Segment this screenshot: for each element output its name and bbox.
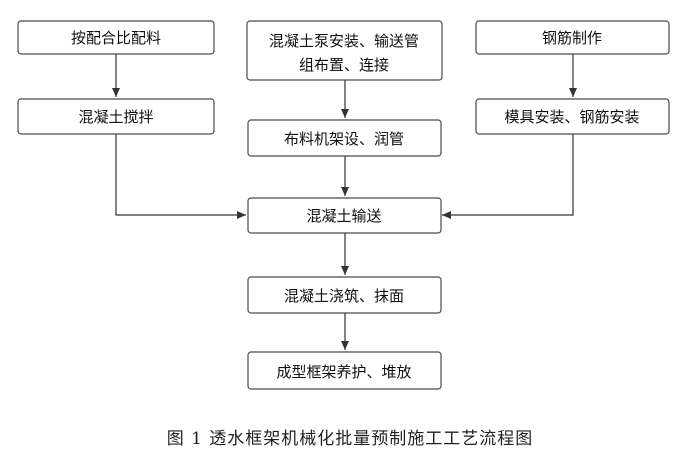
- node-curing-stacking-label: 成型框架养护、堆放: [276, 363, 411, 381]
- node-concrete-conveying: 混凝土输送: [247, 197, 442, 234]
- node-concrete-mixing: 混凝土搅拌: [17, 98, 215, 135]
- arrow-formwork-to-conveying: [442, 134, 574, 219]
- figure-caption: 图 1 透水框架机械化批量预制施工工艺流程图: [166, 429, 534, 449]
- node-pouring-finishing-label: 混凝土浇筑、抹面: [284, 287, 404, 305]
- node-mix-ratio: 按配合比配料: [17, 20, 215, 55]
- node-pouring-finishing: 混凝土浇筑、抹面: [247, 276, 442, 314]
- arrow-mixing-to-conveying: [115, 134, 246, 219]
- node-mix-ratio-label: 按配合比配料: [71, 29, 161, 47]
- node-pump-install-label-line2: 组布置、连接: [299, 56, 389, 74]
- node-concrete-mixing-label: 混凝土搅拌: [78, 108, 153, 126]
- node-distributor-setup-label: 布料机架设、润管: [284, 130, 404, 148]
- node-distributor-setup: 布料机架设、润管: [247, 119, 442, 157]
- node-rebar-making-label: 钢筋制作: [542, 29, 602, 47]
- node-formwork-rebar-install: 模具安装、钢筋安装: [475, 98, 670, 135]
- node-concrete-conveying-label: 混凝土输送: [306, 207, 381, 225]
- node-rebar-making: 钢筋制作: [475, 20, 670, 55]
- node-pump-install-label-line1: 混凝土泵安装、输送管: [269, 32, 419, 50]
- node-formwork-rebar-install-label: 模具安装、钢筋安装: [504, 108, 639, 126]
- node-curing-stacking: 成型框架养护、堆放: [247, 351, 442, 390]
- node-pump-install: 混凝土泵安装、输送管 组布置、连接: [246, 20, 443, 81]
